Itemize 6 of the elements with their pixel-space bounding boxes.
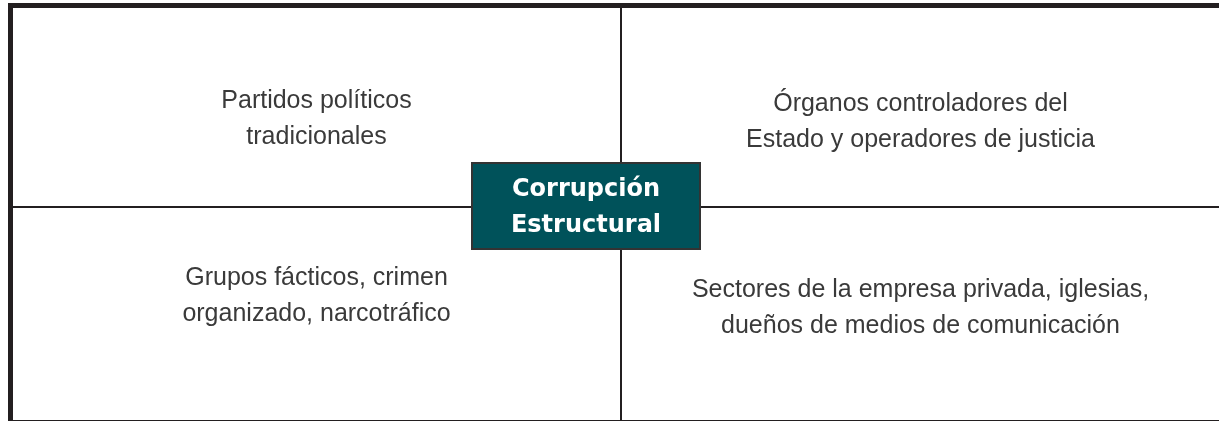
cell-text: Partidos políticos tradicionales (220, 84, 413, 151)
center-box (471, 162, 701, 250)
cell-text: Grupos fácticos, crimen organizado, narcotráfico (181, 261, 452, 328)
cell-text: Sectores de la empresa privada, iglesias, dueños de medios de comunicación (690, 273, 1151, 340)
cell-text: Órganos controladores del Estado y operadores de justicia (745, 87, 1096, 154)
center-title: Corrupción Estructural (509, 173, 663, 240)
